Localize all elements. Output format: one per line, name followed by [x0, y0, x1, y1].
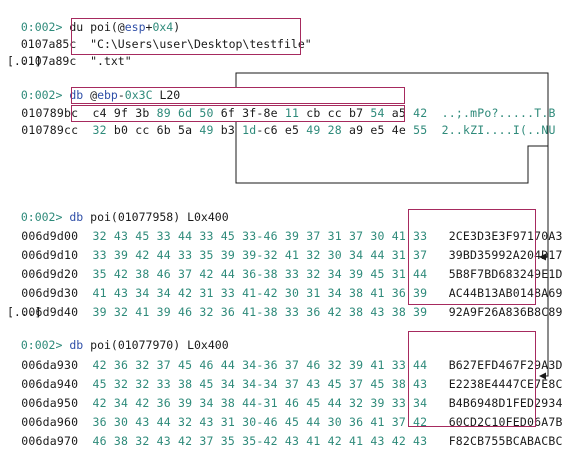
- debugger-prompt: 0:002>: [20, 210, 63, 224]
- command-arg: poi(01077958) L0x400: [90, 210, 229, 224]
- command-text: du poi(@: [69, 20, 125, 34]
- command-line-db: 0:002> db @ebp-0x3C L20: [20, 88, 181, 102]
- hex-byte: 28: [327, 123, 342, 137]
- ellipsis: [...]: [7, 54, 42, 68]
- hex-byte: b0: [113, 123, 129, 137]
- hex-dump-row: 006da940 45 32 32 33 38 45 34 34-34 37 4…: [7, 359, 563, 391]
- memory-address: 006da960: [21, 415, 79, 429]
- memory-address: 006da970: [21, 434, 79, 448]
- debugger-prompt: 0:002>: [20, 338, 63, 352]
- register-name: ebp: [97, 88, 118, 102]
- string-highlight-box: [71, 18, 301, 55]
- ascii-column: 60CD2C10FED06A7B: [448, 415, 563, 429]
- debugger-prompt: 0:002>: [20, 20, 63, 34]
- memory-address: 0107a89c: [20, 54, 77, 68]
- register-name: esp: [124, 20, 146, 34]
- ascii-highlight-box-2: [408, 331, 536, 427]
- hex-byte: 3b: [135, 106, 150, 120]
- ellipsis: [...]: [7, 305, 42, 319]
- command-line-db: 0:002> db poi(01077970) L0x400: [7, 320, 229, 352]
- hex-byte: 50: [199, 106, 214, 120]
- hex-byte: 49: [199, 123, 214, 137]
- ascii-column: 92A9F26A836B8C89: [448, 305, 563, 319]
- offset-value: 0x4: [152, 20, 174, 34]
- output-row: 0107a85c "C:\Users\user\Desktop\testfile…: [7, 19, 312, 51]
- hex-byte: 55: [413, 123, 428, 137]
- hex-byte: 9f: [113, 106, 129, 120]
- key-bytes-box-1: [71, 87, 405, 104]
- memory-address: 006da930: [21, 358, 79, 372]
- hex-byte: 6f: [220, 106, 235, 120]
- hex-byte: a9: [349, 123, 364, 137]
- debugger-prompt: 0:002>: [20, 88, 63, 102]
- ascii-column: B4B6948D1FED2934: [448, 396, 563, 410]
- hex-byte: e5: [284, 123, 300, 137]
- hex-bytes: 45 32 32 33 38 45 34 34-34 37 43 45 37 4…: [92, 377, 428, 391]
- ascii-column: 2..kZI....I(..NU: [441, 123, 556, 137]
- hex-bytes: 42 34 42 36 39 34 38 44-31 46 45 44 32 3…: [92, 396, 428, 410]
- hex-byte: 89: [156, 106, 171, 120]
- hex-byte: b3: [220, 123, 235, 137]
- ascii-column: E2238E4447CE7E8C: [448, 377, 563, 391]
- command-name: db: [69, 210, 84, 224]
- memory-address: 006d9d10: [21, 248, 79, 262]
- command-arg: poi(01077970) L0x400: [90, 338, 229, 352]
- memory-address: 006da950: [21, 396, 79, 410]
- hex-dump-row: 006da960 36 30 43 44 32 43 31 30-46 45 4…: [7, 397, 563, 429]
- hex-byte: 4e: [391, 123, 406, 137]
- hex-byte: c4: [92, 106, 107, 120]
- offset-value: 0x3C: [124, 88, 153, 102]
- memory-address: 006da940: [21, 377, 79, 391]
- hex-byte: cc: [135, 123, 150, 137]
- memory-address: 010789cc: [21, 123, 79, 137]
- command-line-db: 0:002> db poi(01077958) L0x400: [7, 192, 229, 224]
- hex-byte: 5a: [178, 123, 193, 137]
- unicode-string: ".txt": [90, 54, 132, 68]
- hex-dump-row: 006da950 42 34 42 36 39 34 38 44-31 46 4…: [7, 378, 563, 410]
- command-name: db: [69, 88, 84, 102]
- command-name: db: [69, 338, 84, 352]
- command-line-du: 0:002> du poi(@esp+0x4): [20, 20, 181, 34]
- hex-bytes: 32 b0 cc 6b 5a 49 b3 1d-c6 e5 49 28 a9 e…: [93, 123, 428, 137]
- ascii-highlight-box-1: [408, 209, 536, 305]
- hex-byte: 6b: [156, 123, 171, 137]
- memory-address: 010789bc: [21, 106, 79, 120]
- memory-address: 006d9d30: [21, 286, 79, 300]
- hex-byte: 49: [306, 123, 321, 137]
- hex-bytes: 46 38 32 43 42 37 35 35-42 43 41 42 41 4…: [92, 434, 428, 448]
- key-bytes-box-2: [71, 105, 405, 122]
- memory-address: 006d9d40: [21, 305, 79, 319]
- hex-bytes: 36 30 43 44 32 43 31 30-46 45 44 30 36 4…: [92, 415, 428, 429]
- memory-address: 006d9d00: [21, 229, 79, 243]
- hex-byte: 6d: [178, 106, 193, 120]
- output-row: 0107a89c ".txt": [7, 36, 132, 68]
- hex-byte: 32: [92, 123, 107, 137]
- hex-byte: 1d: [242, 123, 257, 137]
- memory-address: 0107a85c: [20, 37, 77, 51]
- memory-address: 006d9d20: [21, 267, 79, 281]
- hex-byte: e5: [370, 123, 385, 137]
- hex-bytes: 39 32 41 39 46 32 36 41-38 33 36 42 38 4…: [92, 305, 428, 319]
- ascii-column: F82CB755BCABACBC: [448, 434, 563, 448]
- unicode-string: "C:\Users\user\Desktop\testfile": [90, 37, 312, 51]
- length-arg: L20: [159, 88, 181, 102]
- hex-byte: -c6: [256, 123, 278, 137]
